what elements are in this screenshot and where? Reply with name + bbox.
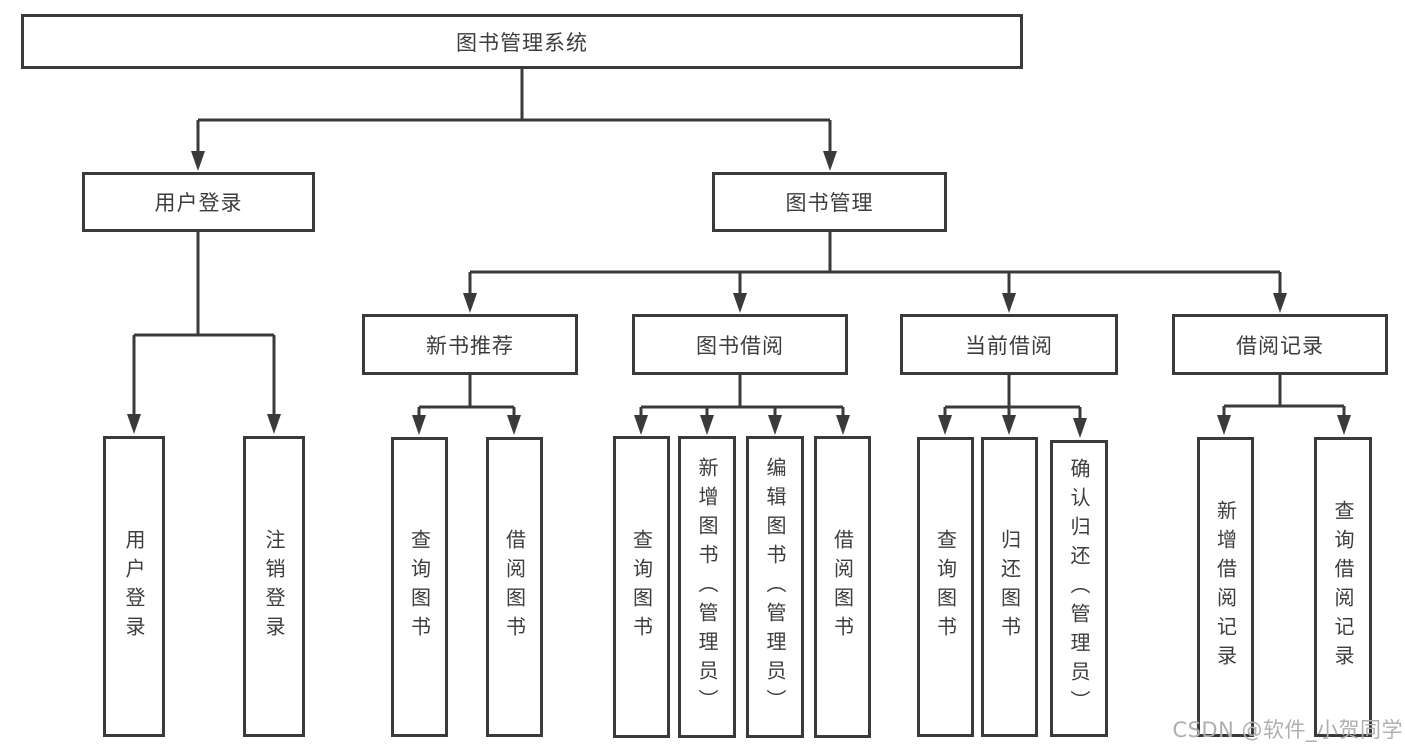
node-root-label: 图书管理系统 <box>456 30 588 55</box>
arrowhead <box>191 151 205 171</box>
leaf-edit-books-admin: 编辑图书（管理员） <box>746 436 804 738</box>
leaf-query-books-borrow: 查询图书 <box>613 436 670 738</box>
edge-user-login-split <box>132 232 276 421</box>
edge-record-split <box>1222 375 1346 422</box>
leaf-return-books: 归还图书 <box>981 437 1038 737</box>
arrowhead <box>733 293 747 313</box>
leaf-label: 查询图书 <box>407 529 432 645</box>
node-book-management-label: 图书管理 <box>785 191 874 215</box>
csdn-watermark: CSDN @软件_小贺同学 <box>1172 718 1403 742</box>
edge-new-book-split <box>417 375 516 422</box>
edge-current-split <box>943 375 1082 424</box>
arrowheads <box>127 151 1351 438</box>
node-new-book-recommend-label: 新书推荐 <box>426 333 514 358</box>
leaf-user-login: 用户登录 <box>103 436 165 737</box>
arrowhead <box>1273 293 1287 313</box>
leaf-query-borrow-record: 查询借阅记录 <box>1314 437 1372 737</box>
node-user-login: 用户登录 <box>82 172 315 232</box>
arrowhead <box>1002 415 1016 435</box>
leaf-label: 用户登录 <box>122 528 146 645</box>
leaf-label: 确认归还（管理员） <box>1067 458 1091 719</box>
arrowhead <box>836 415 850 435</box>
leaf-confirm-return-admin: 确认归还（管理员） <box>1050 440 1108 737</box>
leaf-label: 新增借阅记录 <box>1213 500 1238 674</box>
leaf-borrow-books-newbook: 借阅图书 <box>486 437 543 737</box>
node-borrow-record-label: 借阅记录 <box>1236 333 1324 358</box>
node-book-management: 图书管理 <box>712 172 947 232</box>
node-root: 图书管理系统 <box>21 14 1023 69</box>
leaf-query-books-current: 查询图书 <box>917 437 974 737</box>
leaf-label: 编辑图书（管理员） <box>763 456 787 718</box>
arrowhead <box>127 414 141 434</box>
leaf-label: 借阅图书 <box>830 529 855 645</box>
arrowhead <box>507 415 521 435</box>
edge-book-mgmt-split <box>468 232 1282 300</box>
node-current-borrow-label: 当前借阅 <box>965 333 1053 358</box>
arrowhead <box>700 415 714 435</box>
leaf-label: 借阅图书 <box>502 529 527 645</box>
node-user-login-label: 用户登录 <box>154 191 243 215</box>
edge-root-split <box>196 69 832 158</box>
leaf-query-books-newbook: 查询图书 <box>391 437 448 737</box>
leaf-add-borrow-record: 新增借阅记录 <box>1197 437 1254 737</box>
arrowhead <box>938 415 952 435</box>
arrowhead <box>412 415 426 435</box>
arrowhead <box>1073 418 1087 438</box>
leaf-label: 查询图书 <box>629 529 654 645</box>
arrowhead <box>1002 293 1016 313</box>
arrowhead <box>823 151 837 171</box>
node-book-borrow-label: 图书借阅 <box>696 333 784 358</box>
leaf-logout: 注销登录 <box>243 436 305 737</box>
arrowhead <box>463 293 477 313</box>
node-book-borrow: 图书借阅 <box>632 314 848 375</box>
leaf-label: 归还图书 <box>997 529 1022 645</box>
leaf-label: 新增图书（管理员） <box>695 456 719 718</box>
node-current-borrow: 当前借阅 <box>900 314 1118 375</box>
arrowhead <box>634 415 648 435</box>
edge-borrow-split <box>639 375 845 422</box>
node-borrow-record: 借阅记录 <box>1172 314 1388 375</box>
leaf-label: 查询借阅记录 <box>1331 500 1355 674</box>
leaf-label: 查询图书 <box>933 529 958 645</box>
arrowhead <box>1217 415 1231 435</box>
node-new-book-recommend: 新书推荐 <box>362 314 578 375</box>
leaf-borrow-books-borrow: 借阅图书 <box>814 436 871 738</box>
arrowhead <box>267 414 281 434</box>
leaf-label: 注销登录 <box>262 528 286 645</box>
arrowhead <box>1337 415 1351 435</box>
leaf-add-books-admin: 新增图书（管理员） <box>678 436 736 738</box>
arrowhead <box>768 415 782 435</box>
